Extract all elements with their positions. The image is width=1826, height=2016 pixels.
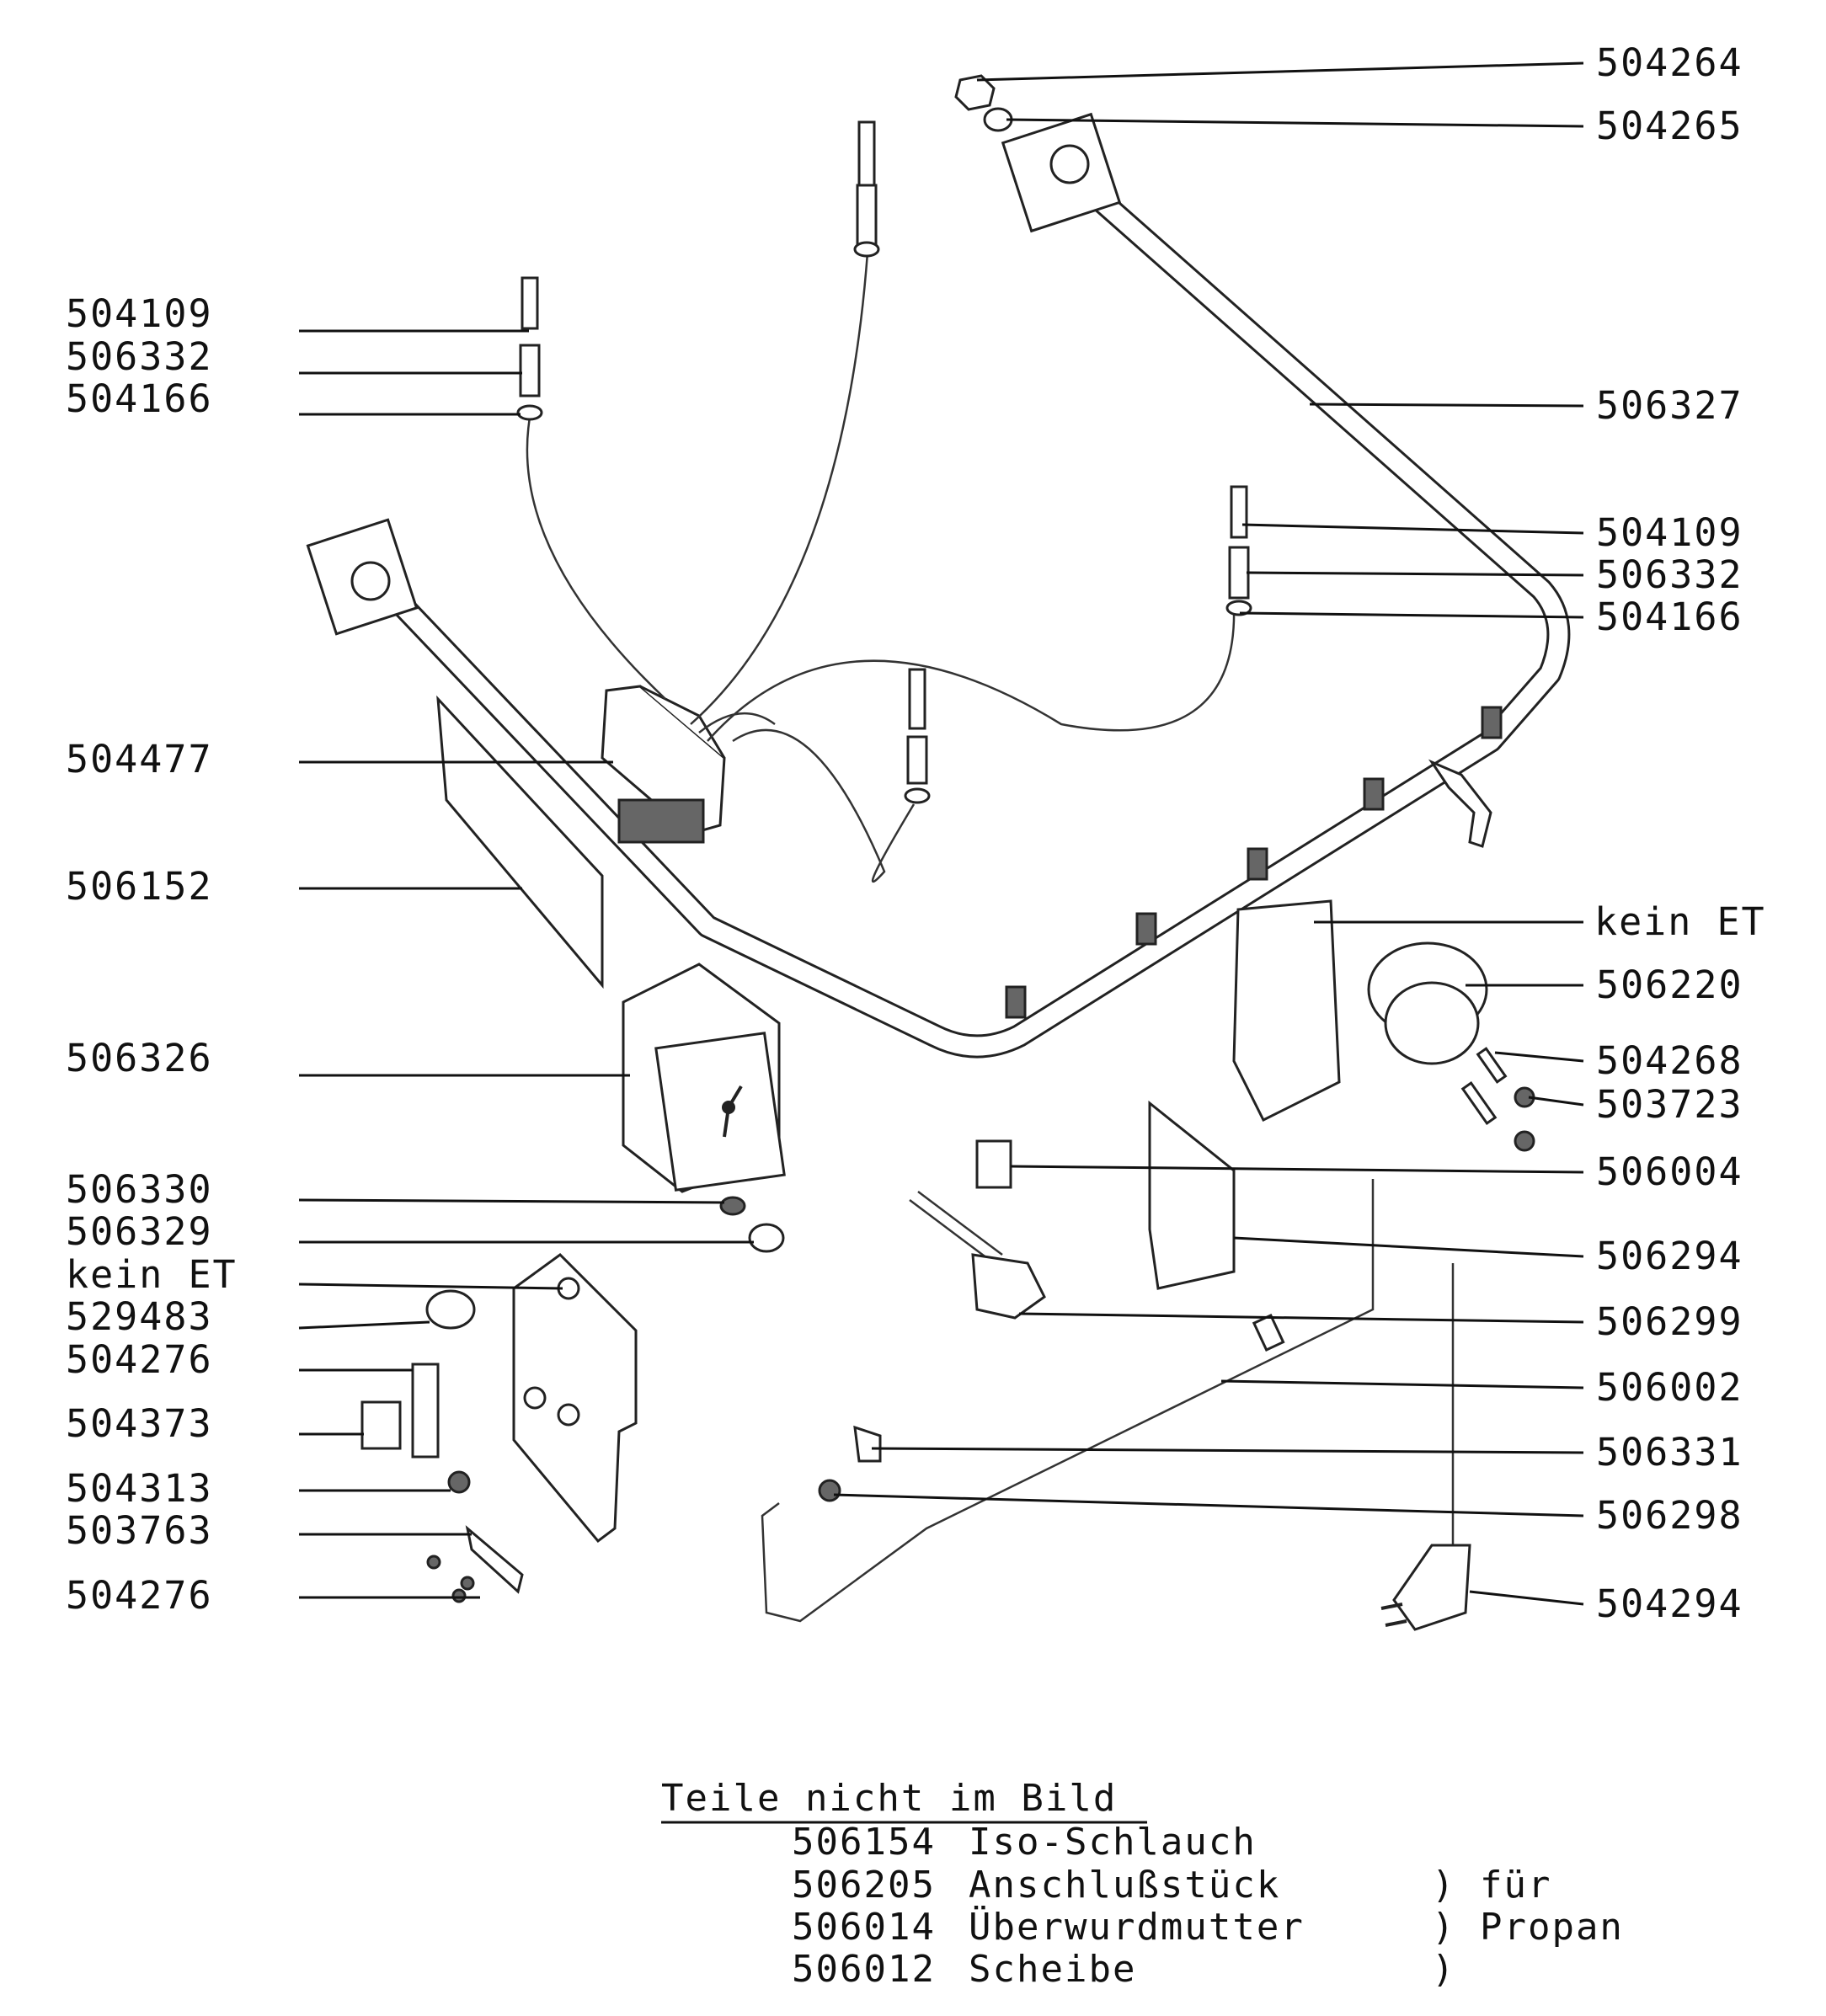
- timer-clock: [622, 963, 786, 1193]
- label-left-8: 506329: [66, 1209, 213, 1254]
- label-right-5: 506332: [1596, 552, 1743, 597]
- label-left-10: 529483: [66, 1294, 213, 1339]
- label-right-15: 506331: [1596, 1430, 1743, 1475]
- terminal-plate: [411, 1363, 440, 1459]
- knob: [748, 1223, 785, 1253]
- parts-not-shown-legend: Teile nicht im Bild 506154 Iso-Schlauch …: [661, 1777, 1624, 1991]
- label-left-14: 503763: [66, 1508, 213, 1553]
- legend-item-3-name: Überwurdmutter: [969, 1905, 1305, 1949]
- label-left-15: 504276: [66, 1573, 213, 1618]
- label-right-3: 506327: [1596, 383, 1743, 428]
- label-right-16: 506298: [1596, 1493, 1743, 1538]
- label-left-4: 504477: [66, 737, 213, 781]
- label-left-7: 506330: [66, 1167, 213, 1212]
- piezo-igniter: [909, 1191, 1046, 1320]
- flange-right: [954, 74, 1122, 233]
- ignition-unit: [601, 685, 776, 844]
- legend-item-4-name: Scheibe: [969, 1948, 1136, 1991]
- mounting-plate: [512, 1253, 638, 1544]
- push-button: [975, 1139, 1012, 1189]
- ignition-cap: [1367, 941, 1488, 1065]
- label-left-13: 504313: [66, 1466, 213, 1511]
- legend-item-2-note: ) für: [1432, 1864, 1551, 1907]
- label-right-4: 504109: [1596, 510, 1743, 555]
- label-left-12: 504373: [66, 1401, 213, 1446]
- switch-part: [425, 1289, 476, 1330]
- label-left-3: 504166: [66, 376, 213, 421]
- label-left-11: 504276: [66, 1337, 213, 1382]
- tube-bracket: [1428, 759, 1492, 848]
- legend-item-4-number: 506012: [792, 1948, 936, 1991]
- grommet: [447, 1470, 471, 1494]
- legend-item-1-number: 506154: [792, 1821, 936, 1864]
- gas-tube: [367, 165, 1571, 1059]
- leader-lines: [298, 61, 1584, 1606]
- legend-item-2-number: 506205: [792, 1864, 936, 1907]
- knob-spring: [719, 1196, 746, 1216]
- cover-bracket: [1232, 899, 1341, 1123]
- label-left-5: 506152: [66, 864, 213, 909]
- label-right-1: 504264: [1596, 40, 1743, 85]
- labels-left: 504109 506332 504166 504477 506152 50632…: [66, 291, 238, 1618]
- label-left-9: kein ET: [66, 1252, 238, 1297]
- label-right-13: 506299: [1596, 1299, 1743, 1344]
- label-right-14: 506002: [1596, 1365, 1743, 1410]
- labels-right: 504264 504265 506327 504109 506332 50416…: [1594, 40, 1766, 1626]
- electrode-a: [1476, 1047, 1508, 1084]
- label-right-17: 504294: [1596, 1581, 1743, 1626]
- flange-left: [306, 518, 419, 636]
- label-left-1: 504109: [66, 291, 213, 336]
- label-right-2: 504265: [1596, 104, 1743, 148]
- screws: [426, 1555, 475, 1603]
- electrode-b: [1460, 1080, 1498, 1126]
- nut-small-2: [1514, 1130, 1535, 1152]
- legend-item-2-name: Anschlußstück: [969, 1864, 1280, 1907]
- label-right-11: 506004: [1596, 1149, 1743, 1194]
- ignition-holder: [1148, 1100, 1236, 1290]
- label-right-7: kein ET: [1594, 899, 1766, 944]
- drawing: [306, 74, 1571, 1631]
- thermocouple-pins: [516, 120, 1252, 804]
- burner-nozzles: [1005, 706, 1503, 1019]
- legend-item-4-note: ): [1432, 1948, 1456, 1991]
- label-right-6: 504166: [1596, 595, 1743, 639]
- mains-plug: [1380, 1263, 1471, 1631]
- heat-shield: [436, 695, 604, 989]
- label-left-2: 506332: [66, 334, 213, 379]
- label-left-6: 506326: [66, 1036, 213, 1080]
- thermocouple-wires: [526, 252, 1236, 883]
- label-right-10: 503723: [1596, 1082, 1743, 1127]
- legend-item-1-name: Iso-Schlauch: [969, 1821, 1257, 1864]
- label-right-8: 506220: [1596, 963, 1743, 1007]
- label-right-9: 504268: [1596, 1038, 1743, 1083]
- legend-item-3-number: 506014: [792, 1906, 936, 1949]
- legend-title: Teile nicht im Bild: [661, 1777, 1117, 1820]
- ignition-rod: [761, 1179, 1375, 1623]
- legend-item-3-note: ) Propan: [1432, 1906, 1624, 1949]
- label-right-12: 506294: [1596, 1234, 1743, 1278]
- contact-clip: [465, 1525, 524, 1594]
- terminal-block: [360, 1400, 402, 1450]
